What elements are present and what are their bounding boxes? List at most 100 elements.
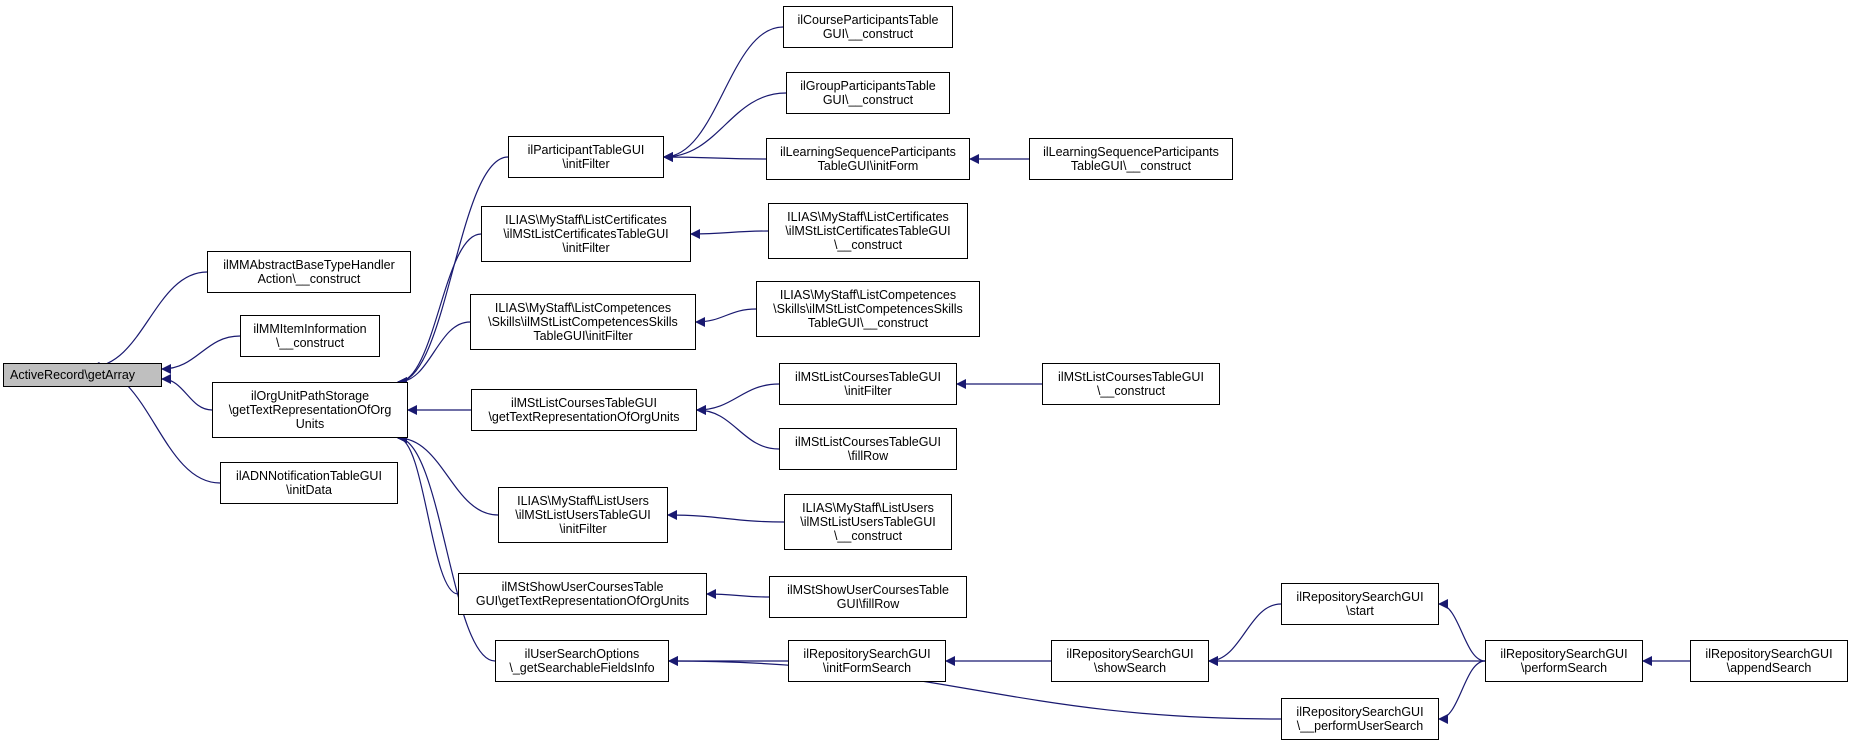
graph-node[interactable]: ilMStListCoursesTableGUI\__construct	[1042, 363, 1220, 405]
node-label-line: ilRepositorySearchGUI	[1705, 647, 1833, 661]
node-label-line: ILIAS\MyStaff\ListUsers	[517, 494, 649, 508]
node-label-line: ilUserSearchOptions	[524, 647, 640, 661]
node-label-line: \ilMStListCertificatesTableGUI	[503, 227, 669, 241]
edge-n21-to-n9	[667, 510, 785, 523]
node-label-line: TableGUI\__construct	[807, 316, 929, 330]
node-label-line: \Skills\ilMStListCompetencesSkills	[773, 302, 963, 316]
node-label-line: \__construct	[833, 529, 903, 543]
node-label-line: ActiveRecord\getArray	[10, 368, 136, 382]
edge-n22-to-n10	[706, 589, 770, 600]
node-label-line: \initData	[286, 483, 332, 497]
graph-node[interactable]: ILIAS\MyStaff\ListCompetences\Skills\ilM…	[756, 281, 980, 337]
edge-n6-to-n3	[397, 233, 482, 387]
node-label-line: GUI\__construct	[822, 93, 914, 107]
node-label-line: \__performUserSearch	[1296, 719, 1424, 733]
graph-node[interactable]: ilRepositorySearchGUI\__performUserSearc…	[1281, 698, 1439, 740]
node-label-line: TableGUI\__construct	[1070, 159, 1192, 173]
node-label-line: \Skills\ilMStListCompetencesSkills	[488, 315, 678, 329]
node-label-line: ILIAS\MyStaff\ListCompetences	[494, 301, 672, 315]
node-label-line: ilRepositorySearchGUI	[1500, 647, 1628, 661]
node-label-line: TableGUI\initForm	[817, 159, 919, 173]
node-label-line: \initFilter	[562, 157, 610, 171]
node-label-line: ilOrgUnitPathStorage	[250, 389, 370, 403]
edge-n3-to-root	[161, 374, 213, 411]
graph-node[interactable]: ilRepositorySearchGUI\initFormSearch	[788, 640, 946, 682]
edge-n25-to-n24	[1208, 603, 1282, 666]
graph-node[interactable]: ilMStListCoursesTableGUI\fillRow	[779, 428, 957, 470]
edge-n20-to-n8	[696, 405, 780, 450]
node-label-line: ilRepositorySearchGUI	[1296, 705, 1424, 719]
graph-node[interactable]: ILIAS\MyStaff\ListCertificates\ilMStList…	[481, 206, 691, 262]
edge-n11-to-n3	[397, 433, 496, 662]
edge-n2-to-root	[161, 335, 241, 374]
node-label-line: ilMStListCoursesTableGUI	[795, 435, 941, 449]
graph-node[interactable]: ilParticipantTableGUI\initFilter	[508, 136, 664, 178]
graph-node[interactable]: ilRepositorySearchGUI\appendSearch	[1690, 640, 1848, 682]
node-label-line: \getTextRepresentationOfOrgUnits	[488, 410, 680, 424]
graph-node[interactable]: ilADNNotificationTableGUI\initData	[220, 462, 398, 504]
node-label-line: ilMStShowUserCoursesTable	[787, 583, 949, 597]
node-label-line: ilGroupParticipantsTable	[800, 79, 936, 93]
graph-node[interactable]: ilRepositorySearchGUI\performSearch	[1485, 640, 1643, 682]
graph-node[interactable]: ILIAS\MyStaff\ListCertificates\ilMStList…	[768, 203, 968, 259]
graph-node[interactable]: ilMStListCoursesTableGUI\getTextRepresen…	[471, 389, 697, 431]
node-label-line: ilMMAbstractBaseTypeHandler	[223, 258, 395, 272]
node-label-line: ILIAS\MyStaff\ListCertificates	[505, 213, 667, 227]
root-node[interactable]: ActiveRecord\getArray	[3, 363, 162, 387]
node-label-line: \showSearch	[1093, 661, 1167, 675]
graph-node[interactable]: ilUserSearchOptions\_getSearchableFields…	[495, 640, 669, 682]
node-label-line: \__construct	[1096, 384, 1166, 398]
node-label-line: \ilMStListCertificatesTableGUI	[785, 224, 951, 238]
graph-node[interactable]: ilMStListCoursesTableGUI\initFilter	[779, 363, 957, 405]
graph-node[interactable]: ilRepositorySearchGUI\start	[1281, 583, 1439, 625]
node-label-line: ilMStShowUserCoursesTable	[501, 580, 664, 594]
edge-n10-to-n3	[397, 433, 459, 595]
node-label-line: \fillRow	[847, 449, 889, 463]
graph-node[interactable]: ilMMItemInformation\__construct	[240, 315, 380, 357]
node-label-line: ilLearningSequenceParticipants	[1043, 145, 1219, 159]
graph-node[interactable]: ilRepositorySearchGUI\showSearch	[1051, 640, 1209, 682]
graph-node[interactable]: ILIAS\MyStaff\ListCompetences\Skills\ilM…	[470, 294, 696, 350]
node-label-line: \initFilter	[559, 522, 607, 536]
node-label-line: \getTextRepresentationOfOrg	[228, 403, 392, 417]
node-label-line: ilParticipantTableGUI	[527, 143, 645, 157]
node-label-line: \__construct	[275, 336, 345, 350]
edge-n1-to-root	[89, 271, 208, 372]
edge-n12-to-n5	[663, 26, 784, 162]
edge-n9-to-n3	[397, 433, 499, 516]
edge-n26-to-n25	[1438, 599, 1486, 662]
edge-n28-to-n11	[668, 656, 1282, 720]
edge-n7-to-n3	[397, 321, 471, 387]
edge-n14-to-n5	[663, 152, 767, 163]
node-label-line: ilMStListCoursesTableGUI	[511, 396, 657, 410]
node-label-line: Action\__construct	[257, 272, 361, 286]
node-label-line: ILIAS\MyStaff\ListCertificates	[787, 210, 949, 224]
node-label-line: ilADNNotificationTableGUI	[236, 469, 382, 483]
graph-node[interactable]: ilOrgUnitPathStorage\getTextRepresentati…	[212, 382, 408, 438]
node-label-line: ilMStListCoursesTableGUI	[795, 370, 941, 384]
node-label-line: \performSearch	[1520, 661, 1608, 675]
edge-n13-to-n5	[663, 92, 787, 162]
node-label-line: \appendSearch	[1726, 661, 1812, 675]
node-label-line: \initFormSearch	[822, 661, 912, 675]
edge-n17-to-n7	[695, 308, 757, 327]
node-label-line: ilRepositorySearchGUI	[1296, 590, 1424, 604]
graph-node[interactable]: ILIAS\MyStaff\ListUsers\ilMStListUsersTa…	[498, 487, 668, 543]
node-label-line: ILIAS\MyStaff\ListCompetences	[779, 288, 957, 302]
node-label-line: GUI\getTextRepresentationOfOrgUnits	[475, 594, 690, 608]
node-label-line: \initFilter	[844, 384, 892, 398]
node-label-line: ilMMItemInformation	[253, 322, 367, 336]
node-label-line: \initFilter	[562, 241, 610, 255]
node-label-line: TableGUI\initFilter	[533, 329, 633, 343]
graph-node[interactable]: ILIAS\MyStaff\ListUsers\ilMStListUsersTa…	[784, 494, 952, 550]
node-label-line: ilLearningSequenceParticipants	[780, 145, 956, 159]
node-label-line: \__construct	[833, 238, 903, 252]
